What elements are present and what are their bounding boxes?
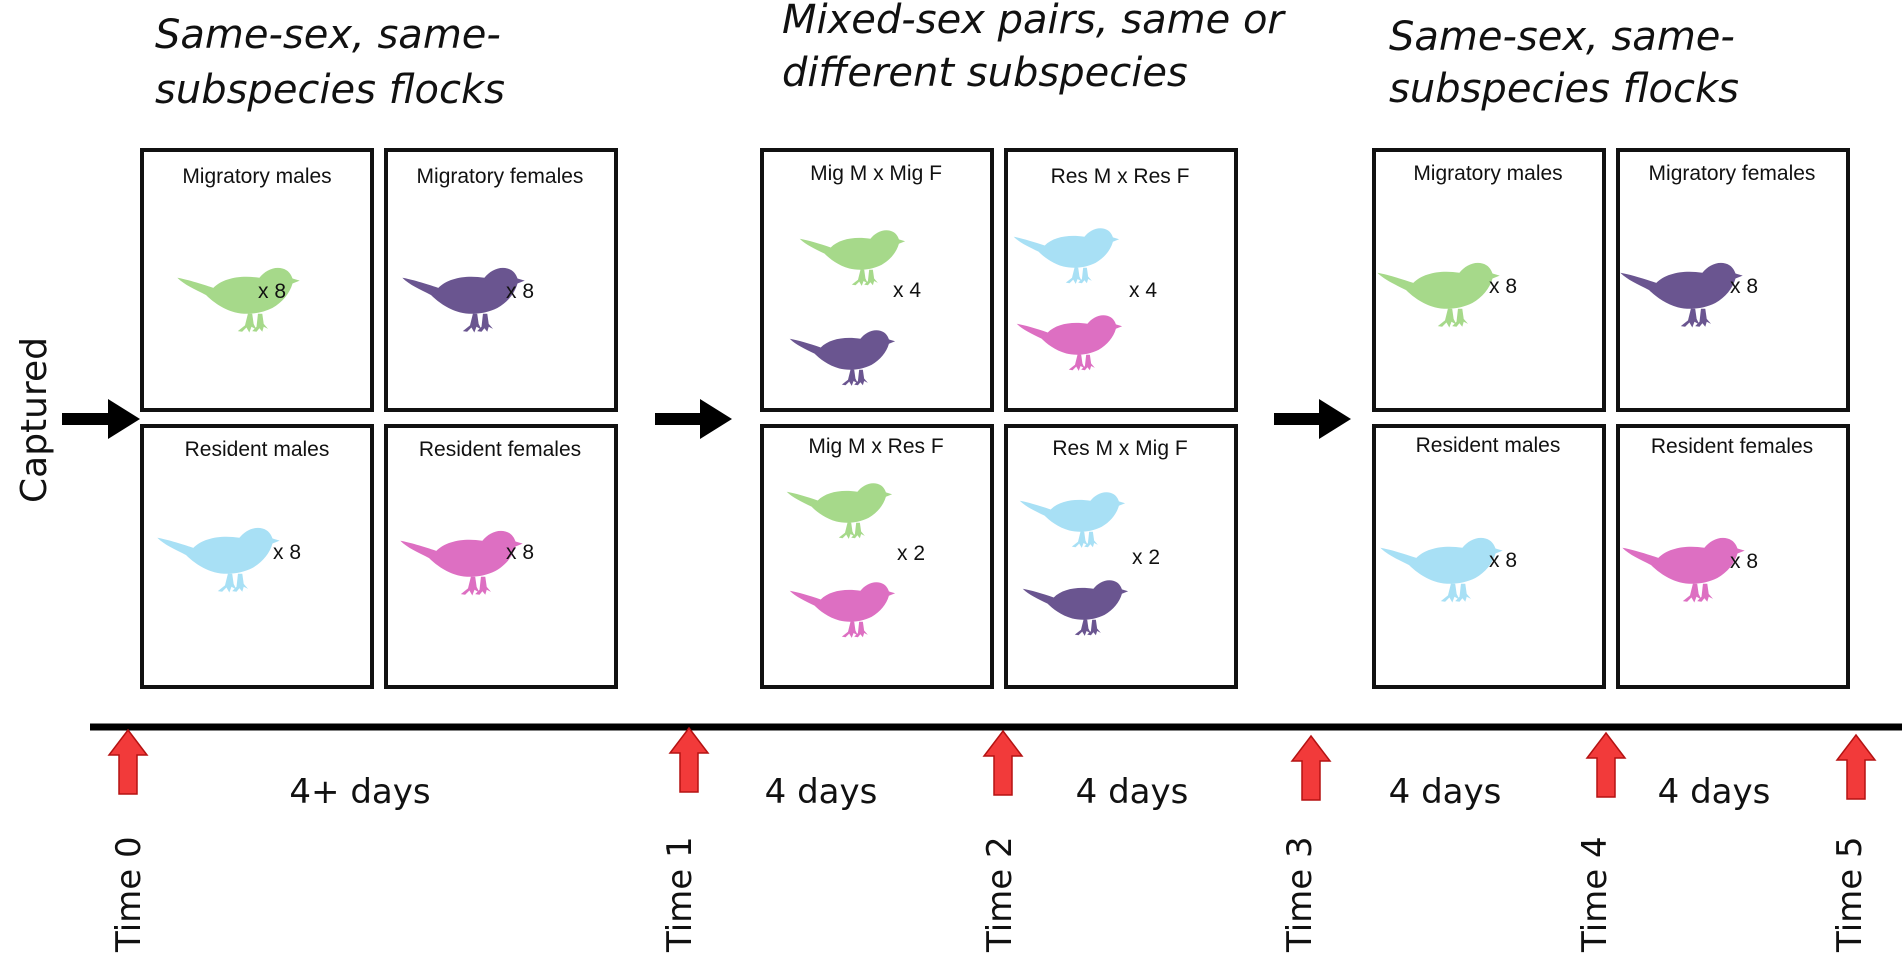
- count-label: x 8: [1489, 549, 1517, 572]
- box-res-m-x-mig-f: Res M x Mig F x 2: [1004, 424, 1238, 689]
- box-migratory-males: Migratory males x 8: [140, 148, 374, 412]
- phase-title: different subspecies: [782, 50, 1188, 96]
- time-marker-4: Time 4: [1575, 731, 1627, 953]
- up-arrow-icon: [1290, 734, 1332, 801]
- box-label: Res M x Mig F: [1052, 437, 1187, 460]
- time-marker-2: Time 2: [980, 729, 1024, 953]
- box-res-m-x-res-f: Res M x Res F x 4: [1004, 148, 1238, 412]
- phase-title: Same-sex, same-: [1389, 14, 1735, 60]
- count-label: x 4: [893, 279, 921, 302]
- box-label: Mig M x Res F: [808, 435, 943, 458]
- box-label: Migratory males: [182, 165, 331, 188]
- box-label: Resident males: [185, 438, 330, 461]
- count-label: x 8: [258, 280, 286, 303]
- up-arrow-icon: [1585, 731, 1627, 798]
- phase-title: Mixed-sex pairs, same or: [782, 0, 1286, 43]
- box-resident-males: Resident males x 8: [1372, 424, 1606, 689]
- time-label: Time 3: [1280, 836, 1320, 953]
- box-label: Migratory females: [417, 165, 584, 188]
- phase-2: Mixed-sex pairs, same or different subsp…: [760, 0, 1286, 689]
- duration-label: 4 days: [1076, 772, 1189, 812]
- count-label: x 8: [1489, 275, 1517, 298]
- box-label: Resident females: [419, 438, 581, 461]
- box-mig-m-x-res-f: Mig M x Res F x 2: [760, 424, 994, 689]
- box-label: Resident females: [1651, 435, 1813, 458]
- box-migratory-females: Migratory females x 8: [384, 148, 618, 412]
- duration-label: 4 days: [765, 772, 878, 812]
- duration-label: 4+ days: [289, 772, 430, 812]
- up-arrow-icon: [1835, 733, 1877, 800]
- entry-arrow: [62, 399, 140, 439]
- phase-title: subspecies flocks: [1389, 66, 1739, 112]
- count-label: x 8: [273, 541, 301, 564]
- box-resident-females: Resident females x 8: [384, 424, 618, 689]
- count-label: x 2: [1132, 546, 1160, 569]
- count-label: x 8: [1730, 550, 1758, 573]
- time-label: Time 0: [109, 836, 149, 953]
- time-marker-0: Time 0: [107, 728, 149, 953]
- count-label: x 4: [1129, 279, 1157, 302]
- duration-label: 4 days: [1658, 772, 1771, 812]
- box-mig-m-x-mig-f: Mig M x Mig F x 4: [760, 148, 994, 412]
- box-label: Resident males: [1416, 434, 1561, 457]
- box-resident-females: Resident females x 8: [1616, 424, 1850, 689]
- phase-title: subspecies flocks: [155, 67, 505, 113]
- count-label: x 2: [897, 542, 925, 565]
- time-label: Time 2: [980, 836, 1020, 953]
- time-marker-1: Time 1: [660, 726, 710, 953]
- captured-label: Captured: [14, 337, 55, 503]
- time-marker-3: Time 3: [1280, 734, 1332, 953]
- phase-arrow-2: [1274, 399, 1351, 439]
- time-label: Time 1: [660, 836, 700, 953]
- duration-label: 4 days: [1389, 772, 1502, 812]
- time-label: Time 4: [1575, 836, 1615, 953]
- count-label: x 8: [506, 541, 534, 564]
- count-label: x 8: [1730, 275, 1758, 298]
- phase-title: Same-sex, same-: [155, 12, 501, 58]
- box-migratory-females: Migratory females x 8: [1616, 148, 1850, 412]
- time-label: Time 5: [1830, 836, 1870, 953]
- up-arrow-icon: [668, 726, 710, 793]
- up-arrow-icon: [982, 729, 1024, 796]
- box-resident-males: Resident males x 8: [140, 424, 374, 689]
- count-label: x 8: [506, 280, 534, 303]
- phase-3: Same-sex, same- subspecies flocks Migrat…: [1372, 14, 1850, 689]
- box-label: Migratory females: [1649, 162, 1816, 185]
- box-label: Mig M x Mig F: [810, 162, 942, 185]
- box-label: Res M x Res F: [1051, 165, 1190, 188]
- box-label: Migratory males: [1413, 162, 1562, 185]
- time-marker-5: Time 5: [1830, 733, 1877, 953]
- phase-arrow-1: [655, 399, 732, 439]
- phase-1: Same-sex, same- subspecies flocks Migrat…: [140, 12, 618, 689]
- box-migratory-males: Migratory males x 8: [1372, 148, 1606, 412]
- up-arrow-icon: [107, 728, 149, 795]
